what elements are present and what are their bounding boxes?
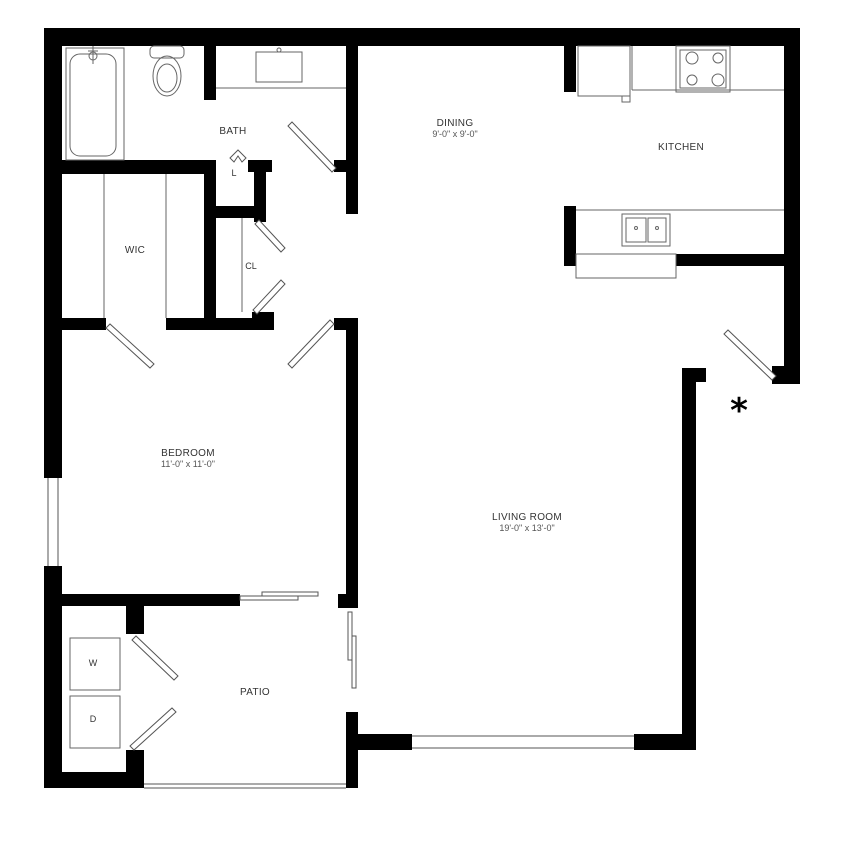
tub-drain-icon	[88, 46, 98, 64]
room-label-linen: L	[231, 168, 236, 178]
room-label-wic: WIC	[125, 245, 145, 256]
washer-label: W	[89, 658, 98, 668]
patio-sliding-door	[347, 611, 357, 689]
bath-vanity	[216, 47, 346, 89]
doors	[105, 121, 777, 751]
wall-central-cap	[334, 318, 358, 330]
sliding-doors	[239, 591, 357, 689]
toilet-icon	[149, 45, 185, 97]
kitchen-counter-top	[631, 46, 784, 91]
wall-central-mid	[346, 318, 358, 608]
room-dim-bedroom: 11'-0" x 11'-0"	[161, 459, 215, 469]
wic-door	[105, 323, 155, 369]
wall-kitchen-bottom	[676, 254, 796, 266]
wall-left-lower	[44, 566, 62, 788]
closet-door-upper	[254, 219, 286, 253]
wall-laundry-upper	[126, 606, 144, 634]
windows	[47, 478, 634, 789]
kitchen-peninsula	[575, 209, 784, 279]
refrigerator	[577, 45, 631, 103]
laundry-door-lower	[129, 707, 177, 751]
dryer	[69, 695, 121, 749]
wall-kitchen-fridge	[564, 44, 576, 92]
wall-bath-bottom	[44, 160, 216, 174]
linen-door	[229, 149, 247, 163]
wall-living-right-cap	[682, 368, 706, 382]
washer	[69, 637, 121, 691]
living-window	[412, 735, 634, 749]
wall-closet-left	[204, 160, 216, 330]
wall-living-bottom-right	[634, 734, 696, 750]
room-label-patio: PATIO	[240, 687, 270, 698]
wall-left-upper	[44, 28, 62, 478]
room-label-dining: DINING	[437, 118, 474, 129]
wall-closet-top	[204, 206, 262, 218]
fixtures	[65, 45, 784, 749]
wall-kitchen-peninsula	[564, 206, 576, 266]
wall-laundry-lower	[126, 750, 144, 788]
wall-living-right	[682, 368, 696, 750]
kitchen-sink-icon	[621, 213, 671, 247]
wall-bottom-left	[44, 772, 144, 788]
room-label-kitchen: KITCHEN	[658, 142, 704, 153]
bathtub	[65, 47, 125, 161]
closet-door-lower	[252, 279, 286, 315]
wall-central-lower	[346, 712, 358, 788]
room-label-living-room: LIVING ROOM	[492, 512, 562, 523]
dryer-label: D	[90, 714, 97, 724]
entry-door	[723, 329, 777, 381]
patio-opening	[144, 783, 346, 789]
room-dim-living-room: 19'-0" x 13'-0"	[499, 523, 554, 533]
wall-central-notch	[338, 594, 358, 608]
wall-central-upper	[346, 40, 358, 214]
entry-asterisk-icon: *	[730, 391, 748, 431]
wall-top	[44, 28, 800, 46]
room-label-bath: BATH	[219, 126, 246, 137]
labels: BATH DINING 9'-0" x 9'-0" KITCHEN WIC CL…	[89, 118, 748, 724]
laundry-door-upper	[131, 635, 179, 681]
wall-bedroom-top-right	[166, 318, 274, 330]
bath-door	[287, 121, 337, 173]
wall-entry-stub	[772, 366, 800, 384]
room-label-closet: CL	[245, 261, 257, 271]
wall-bedroom-top-left	[44, 318, 106, 330]
wall-living-bottom-left	[346, 734, 412, 750]
bedroom-sliding-door	[239, 591, 319, 601]
walls	[44, 28, 800, 788]
bedroom-window	[47, 478, 59, 566]
wic-shelves	[103, 174, 167, 318]
wall-bath-left	[204, 40, 216, 100]
room-label-bedroom: BEDROOM	[161, 448, 215, 459]
room-dim-dining: 9'-0" x 9'-0"	[432, 129, 477, 139]
bedroom-door	[287, 319, 335, 369]
wall-bath-jamb	[334, 160, 358, 172]
wall-bedroom-bottom	[44, 594, 240, 606]
wall-right-upper	[784, 28, 800, 384]
stove-icon	[675, 45, 731, 93]
